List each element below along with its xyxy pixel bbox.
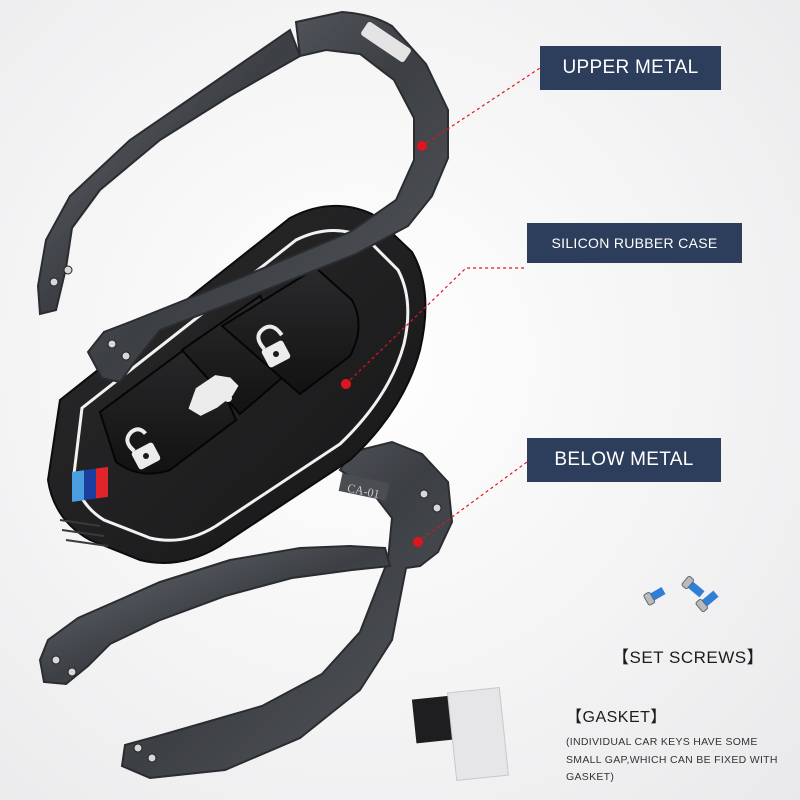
silicon-case-leader [345, 267, 527, 385]
gasket-caption: 【GASKET】 [566, 709, 667, 726]
leader-lines [345, 67, 541, 543]
upper-metal-frame [36, 10, 449, 384]
below-metal-label: BELOW METAL [527, 438, 721, 482]
below-metal-dot [413, 537, 423, 547]
lock-button [220, 266, 360, 396]
unlock-icon [125, 427, 161, 470]
gasket-image [411, 686, 510, 782]
ribbed-grip [59, 519, 109, 547]
silicon-rubber-case [46, 205, 427, 564]
upper-metal-dot [417, 141, 427, 151]
part-marking: CA-01 [346, 481, 381, 501]
set-screws-image [643, 575, 719, 613]
silicon-rubber-case-label: SILICON RUBBER CASE [527, 223, 742, 263]
tri-color-stripe [72, 466, 108, 502]
below-metal-frame: CA-01 [38, 440, 454, 780]
below-metal-leader [417, 461, 528, 543]
silicon-case-dot [341, 379, 351, 389]
upper-metal-label: UPPER METAL [540, 46, 721, 90]
gasket-note: (INDIVIDUAL CAR KEYS HAVE SOME SMALL GAP… [566, 736, 778, 783]
trunk-icon [188, 375, 239, 416]
lock-icon [256, 324, 291, 368]
set-screws-caption: 【SET SCREWS】 [612, 648, 765, 667]
